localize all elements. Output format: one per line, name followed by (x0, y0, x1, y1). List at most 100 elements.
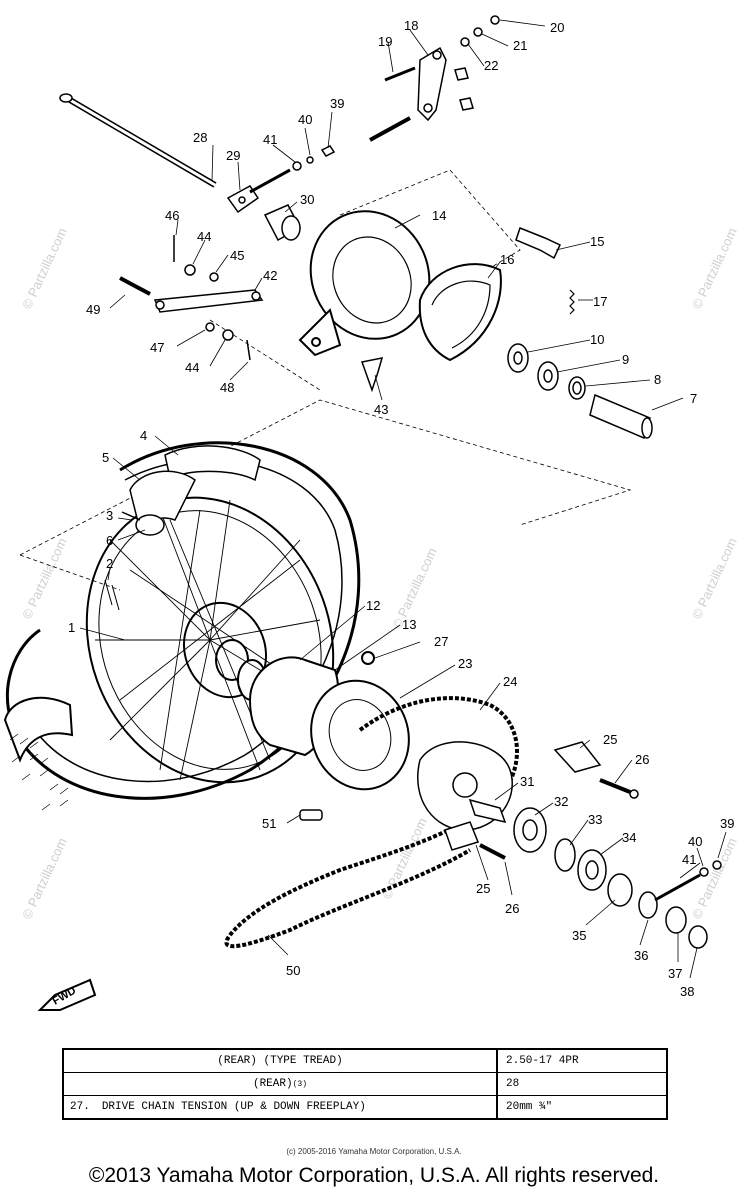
callout-32: 32 (554, 794, 568, 809)
spec-value: 20mm ¾" (506, 1101, 553, 1113)
brake-shoe (418, 263, 502, 362)
callout-34: 34 (622, 830, 636, 845)
callout-26-lower: 26 (505, 901, 519, 916)
callout-21: 21 (513, 38, 527, 53)
callout-22: 22 (484, 58, 498, 73)
callout-7: 7 (690, 391, 697, 406)
tension-bar (119, 235, 384, 393)
callout-17: 17 (593, 294, 607, 309)
callout-5: 5 (102, 450, 109, 465)
callout-9: 9 (622, 352, 629, 367)
rear-axle (59, 93, 217, 188)
leader-lines (79, 19, 727, 979)
callout-37: 37 (668, 966, 682, 981)
watermark-text: © Partzilla.com (689, 226, 740, 312)
chain-joint (299, 809, 323, 821)
callout-40-lower: 40 (688, 834, 702, 849)
callout-49: 49 (86, 302, 100, 317)
callout-27: 27 (434, 634, 448, 649)
callout-41-lower: 41 (682, 852, 696, 867)
rear-wheel (3, 441, 361, 811)
spec-table: (REAR) (TYPE TREAD) 2.50-17 4PR (REAR)(3… (62, 1048, 668, 1120)
callout-31: 31 (520, 774, 534, 789)
callout-48: 48 (220, 380, 234, 395)
brake-shoe-plate (298, 210, 431, 357)
callout-39-lower: 39 (720, 816, 734, 831)
callout-44-upper: 44 (197, 229, 211, 244)
spec-label: (REAR) (TYPE TREAD) (64, 1050, 498, 1072)
spoke-set (104, 579, 120, 611)
callout-38: 38 (680, 984, 694, 999)
watermark-text: © Partzilla.com (19, 536, 70, 622)
clutch-hub (248, 651, 410, 791)
copyright-main: ©2013 Yamaha Motor Corporation, U.S.A. A… (88, 1164, 660, 1187)
callout-18: 18 (404, 18, 418, 33)
drive-sprocket (417, 741, 513, 831)
camshaft (515, 227, 561, 260)
chain-puller (226, 145, 336, 214)
callout-23: 23 (458, 656, 472, 671)
callout-8: 8 (654, 372, 661, 387)
spec-label-cell: 27. DRIVE CHAIN TENSION (UP & DOWN FREEP… (64, 1096, 498, 1118)
forward-arrow: FWD (37, 978, 97, 1011)
callout-42: 42 (263, 268, 277, 283)
lock-washer-bolt-upper (553, 741, 639, 799)
callout-45: 45 (230, 248, 244, 263)
shoe-spring (569, 289, 575, 315)
callout-46: 46 (165, 208, 179, 223)
watermark-text: © Partzilla.com (689, 536, 740, 622)
callout-24: 24 (503, 674, 517, 689)
collar (263, 204, 302, 242)
callout-29: 29 (226, 148, 240, 163)
callout-13: 13 (402, 617, 416, 632)
spec-label-superscript: (3) (292, 1079, 307, 1089)
parts-diagram: © Partzilla.com © Partzilla.com © Partzi… (3, 15, 740, 1011)
callout-36: 36 (634, 948, 648, 963)
brake-arm (369, 15, 500, 142)
spec-row-chain: 27. DRIVE CHAIN TENSION (UP & DOWN FREEP… (64, 1095, 666, 1118)
callout-44-lower: 44 (185, 360, 199, 375)
callout-3: 3 (106, 508, 113, 523)
spec-label: DRIVE CHAIN TENSION (UP & DOWN FREEPLAY) (101, 1101, 366, 1113)
callout-33: 33 (588, 812, 602, 827)
callout-43: 43 (374, 402, 388, 417)
callout-2: 2 (106, 556, 113, 571)
copyright-small: (c) 2005-2016 Yamaha Motor Corporation, … (286, 1147, 462, 1156)
callout-4: 4 (140, 428, 147, 443)
spec-number: 27. (70, 1101, 90, 1113)
sprocket-bearings (513, 807, 722, 949)
watermark-text: © Partzilla.com (19, 226, 70, 312)
callout-26-upper: 26 (635, 752, 649, 767)
callout-12: 12 (366, 598, 380, 613)
wheel-bearings (507, 343, 653, 440)
callout-19: 19 (378, 34, 392, 49)
watermark-text: © Partzilla.com (379, 816, 430, 902)
callout-30: 30 (300, 192, 314, 207)
callout-39-upper: 39 (330, 96, 344, 111)
lock-washer-bolt-lower (444, 821, 506, 860)
spec-value: 28 (506, 1078, 520, 1090)
spec-row-tire: (REAR) (TYPE TREAD) 2.50-17 4PR (64, 1050, 666, 1072)
tube-and-tire-section (121, 445, 261, 536)
callout-16: 16 (500, 252, 514, 267)
callout-28: 28 (193, 130, 207, 145)
callout-25-lower: 25 (476, 881, 490, 896)
callout-6: 6 (106, 533, 113, 548)
callout-numbers: 19 18 20 21 22 39 40 41 28 29 30 14 15 1… (68, 18, 734, 999)
callout-10: 10 (590, 332, 604, 347)
drive-chain (224, 696, 519, 949)
callout-51: 51 (262, 816, 276, 831)
callout-25-upper: 25 (603, 732, 617, 747)
watermark-text: © Partzilla.com (19, 836, 70, 922)
callout-14: 14 (432, 208, 446, 223)
callout-50: 50 (286, 963, 300, 978)
spec-row-rear: (REAR)(3) 28 (64, 1072, 666, 1095)
callout-1: 1 (68, 620, 75, 635)
spec-label: (REAR) (252, 1078, 293, 1090)
spec-value: 2.50-17 4PR (506, 1055, 579, 1067)
callout-40-upper: 40 (298, 112, 312, 127)
callout-41-upper: 41 (263, 132, 277, 147)
callout-47: 47 (150, 340, 164, 355)
callout-15: 15 (590, 234, 604, 249)
callout-20: 20 (550, 20, 564, 35)
